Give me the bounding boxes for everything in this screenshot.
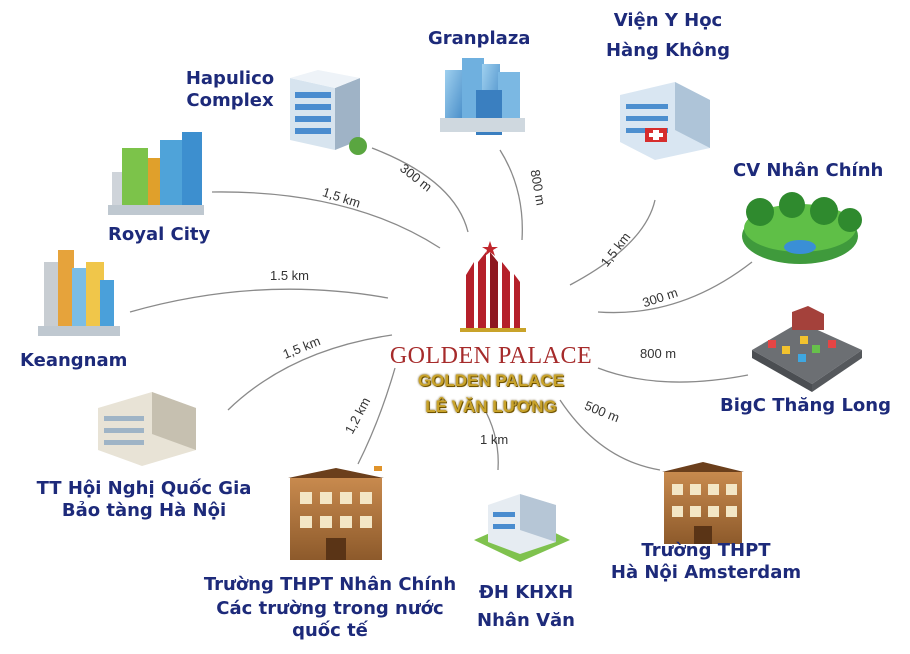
center-title: GOLDEN PALACE (389, 343, 593, 369)
connector-royal-city (211, 191, 441, 249)
bigc-market-icon (752, 306, 862, 392)
connector-cv-nhan-chinh (597, 261, 753, 314)
center-subtitle-1: GOLDEN PALACE (417, 371, 565, 390)
conference-center-icon (98, 392, 196, 466)
distance-bigc: 800 m (640, 346, 677, 361)
label-tt-hoi-nghi-1: TT Hội Nghị Quốc Gia (36, 478, 252, 499)
park-icon (742, 192, 862, 264)
label-dh-khxh-1: ĐH KHXH (478, 582, 574, 603)
granplaza-towers-icon (440, 58, 525, 135)
connector-dh-khxh (485, 411, 499, 471)
label-keangnam: Keangnam (20, 350, 128, 371)
label-royal-city: Royal City (108, 224, 211, 245)
label-thpt-nc-3: quốc tế (292, 620, 368, 641)
university-icon (474, 494, 570, 562)
center-subtitle-2: LÊ VĂN LƯƠNG (425, 397, 557, 416)
label-tt-hoi-nghi-2: Bảo tàng Hà Nội (61, 500, 227, 521)
label-vien-y-hoc-1: Viện Y Học (613, 10, 723, 31)
distance-keangnam: 1.5 km (270, 268, 310, 283)
connector-bigc (597, 367, 749, 383)
label-vien-y-hoc-2: Hàng Không (605, 40, 730, 61)
label-granplaza: Granplaza (428, 28, 531, 49)
label-bigc: BigC Thăng Long (720, 395, 891, 416)
distance-dh-khxh: 1 km (480, 432, 509, 447)
connector-keangnam (129, 288, 389, 313)
connector-thpt-nc (357, 367, 396, 465)
label-thpt-nc-1: Trường THPT Nhân Chính (203, 574, 457, 595)
connector-hapulico (371, 147, 469, 233)
connector-ams (559, 399, 661, 471)
label-dh-khxh-2: Nhân Văn (477, 610, 575, 631)
hapulico-building-icon (290, 70, 367, 155)
label-ams-2: Hà Nội Amsterdam (610, 562, 802, 583)
label-thpt-nc-2: Các trường trong nước (216, 598, 444, 619)
connector-vien-y-hoc (569, 199, 656, 286)
golden-palace-logo-icon (460, 241, 526, 332)
label-hapulico-1: Hapulico (185, 68, 275, 89)
label-hapulico-2: Complex (186, 90, 274, 111)
hospital-icon (620, 82, 710, 160)
school-amsterdam-icon (662, 462, 744, 544)
connector-lines (129, 147, 753, 471)
school-nhan-chinh-icon (288, 466, 384, 560)
royal-city-buildings-icon (108, 132, 204, 215)
label-cv-nhan-chinh: CV Nhân Chính (733, 160, 884, 181)
keangnam-towers-icon (38, 250, 120, 336)
connector-tt-hoi-nghi (227, 334, 393, 411)
connector-granplaza (499, 149, 523, 241)
label-ams-1: Trường THPT (641, 540, 771, 561)
